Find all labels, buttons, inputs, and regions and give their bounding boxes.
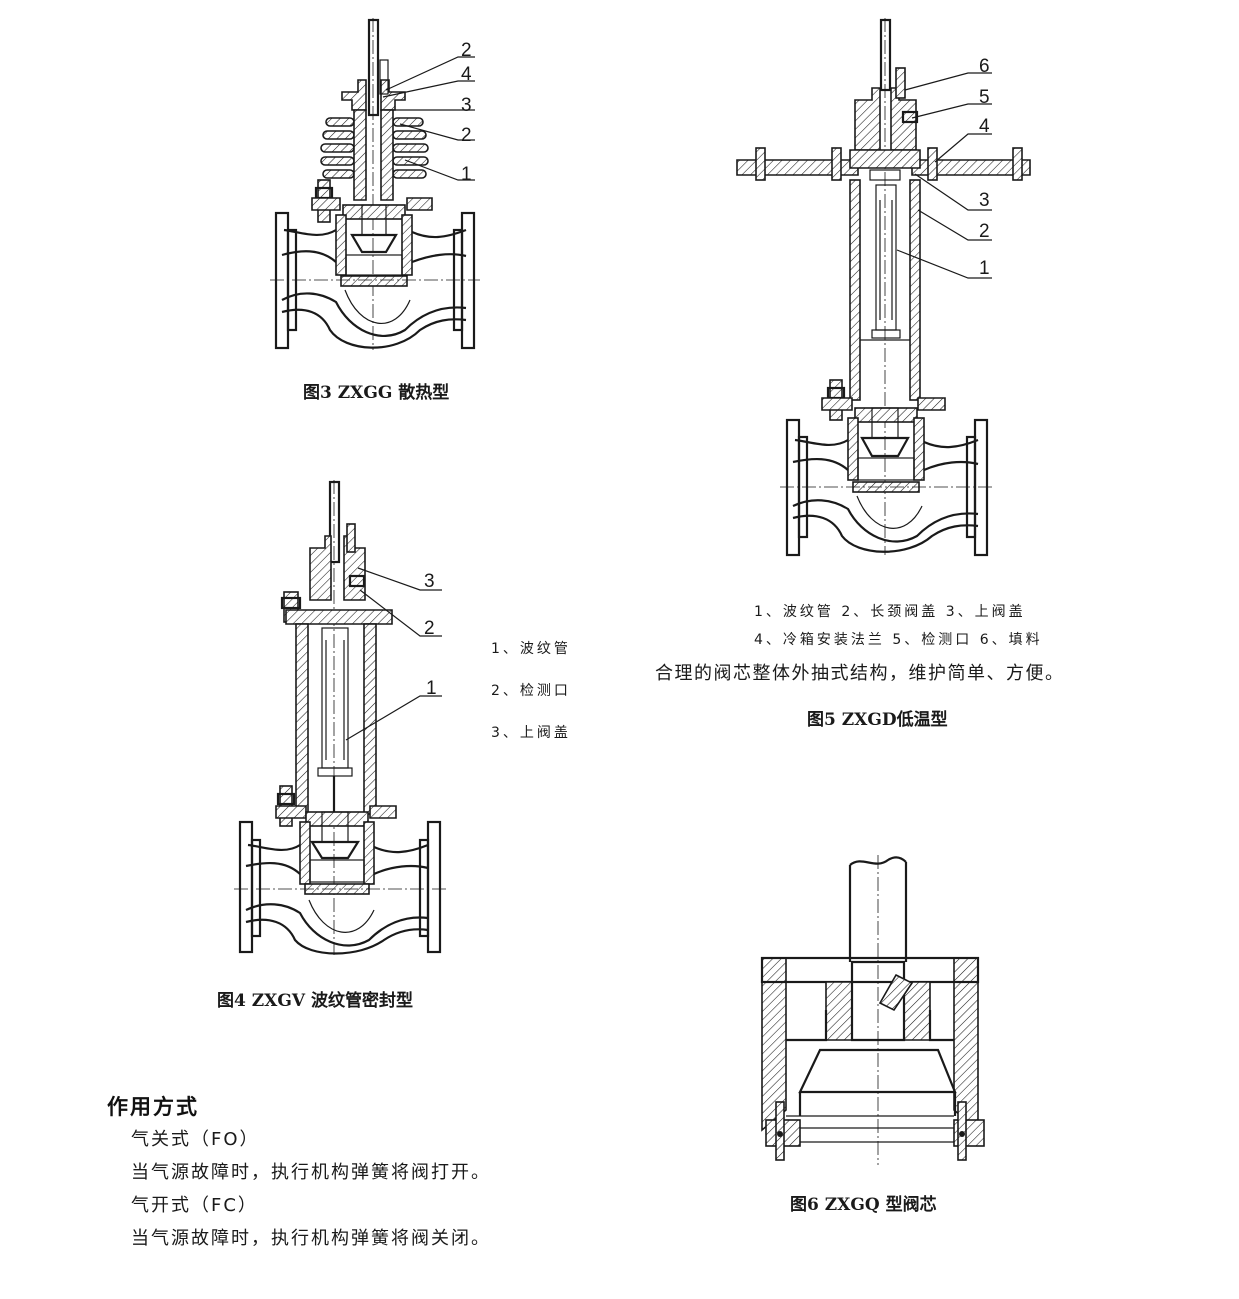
fo-label: 气关式（FO） xyxy=(131,1129,260,1150)
fig4-callout-2: 2 xyxy=(424,618,435,639)
fig4-caption: 图4 ZXGV 波纹管密封型 xyxy=(217,991,413,1011)
fig4-drawing xyxy=(234,480,446,955)
fig3-caption: 图3 ZXGG 散热型 xyxy=(303,383,450,403)
action-title: 作用方式 xyxy=(107,1095,199,1119)
fig3-drawing xyxy=(270,18,480,350)
fo-description: 当气源故障时，执行机构弹簧将阀打开。 xyxy=(131,1162,491,1183)
fig4-legend-1: 1、波纹管 xyxy=(491,641,571,657)
fig5-drawing xyxy=(736,18,1031,557)
fig5-callout-3: 3 xyxy=(979,190,990,211)
fig5-legend-line-2: 4、冷箱安装法兰 5、检测口 6、填料 xyxy=(754,632,1043,648)
fig3-callout-2a: 2 xyxy=(461,40,472,61)
fig3-callout-3: 3 xyxy=(461,95,472,116)
fc-label: 气开式（FC） xyxy=(131,1195,258,1216)
fig3-callout-4: 4 xyxy=(461,64,472,85)
fig3-callout-1: 1 xyxy=(461,164,472,185)
fig6-drawing xyxy=(760,855,985,1165)
fig3-callout-2b: 2 xyxy=(461,125,472,146)
fig4-callout-1: 1 xyxy=(426,678,437,699)
fig6-caption: 图6 ZXGQ 型阀芯 xyxy=(790,1195,937,1215)
fig5-caption: 图5 ZXGD低温型 xyxy=(807,710,948,730)
fc-description: 当气源故障时，执行机构弹簧将阀关闭。 xyxy=(131,1228,491,1249)
fig4-legend-2: 2、检测口 xyxy=(491,683,571,699)
fig5-legend-line-1: 1、波纹管 2、长颈阀盖 3、上阀盖 xyxy=(754,604,1026,620)
fig5-callout-5: 5 xyxy=(979,87,990,108)
fig4-legend-3: 3、上阀盖 xyxy=(491,725,571,741)
fig5-callout-1: 1 xyxy=(979,258,990,279)
fig5-callout-2: 2 xyxy=(979,221,990,242)
fig5-callout-6: 6 xyxy=(979,56,990,77)
fig4-callout-3: 3 xyxy=(424,571,435,592)
fig5-note: 合理的阀芯整体外抽式结构，维护简单、方便。 xyxy=(655,663,1065,684)
fig5-callout-4: 4 xyxy=(979,116,990,137)
